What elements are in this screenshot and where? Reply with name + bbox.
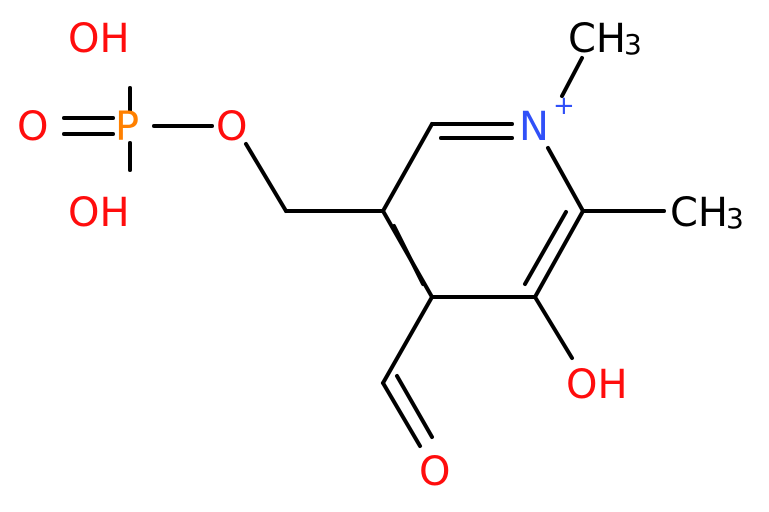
atom-label-o-double: O xyxy=(17,104,48,150)
bond-c4-c5-b xyxy=(392,224,425,286)
atom-sub-ch3-ring: 3 xyxy=(726,202,744,235)
bond-c3-oh xyxy=(533,295,574,360)
bond-n-c2 xyxy=(546,146,585,213)
atom-label-n: N xyxy=(519,104,549,150)
bond-c5-c6 xyxy=(381,122,434,213)
atom-label-ch3-n: CH xyxy=(568,16,626,62)
atom-label-oh-ring: OH xyxy=(566,362,628,408)
atom-label-ch3-ring: CH xyxy=(670,190,728,236)
atom-label-oh-bottom: OH xyxy=(68,190,130,236)
bond-cho-o-b xyxy=(395,374,434,439)
bond-cho-o-a xyxy=(381,381,422,448)
bond-layer xyxy=(62,56,666,448)
bond-c4-cho xyxy=(381,295,434,385)
atom-label-o-aldehyde: O xyxy=(419,449,450,495)
bond-n-ch3 xyxy=(560,56,584,98)
atom-label-oh-top: OH xyxy=(68,16,130,62)
bond-c2-c3-b xyxy=(523,210,568,286)
bond-c2-c3-a xyxy=(533,209,585,299)
atom-label-layer: OH O P O OH N + CH 3 CH 3 OH O xyxy=(17,16,744,495)
bond-o-ch2 xyxy=(244,142,288,213)
atom-label-o-ester: O xyxy=(216,104,247,150)
atom-sub-ch3-n: 3 xyxy=(624,28,642,61)
atom-charge-plus: + xyxy=(553,91,575,121)
atom-label-p: P xyxy=(115,104,139,150)
